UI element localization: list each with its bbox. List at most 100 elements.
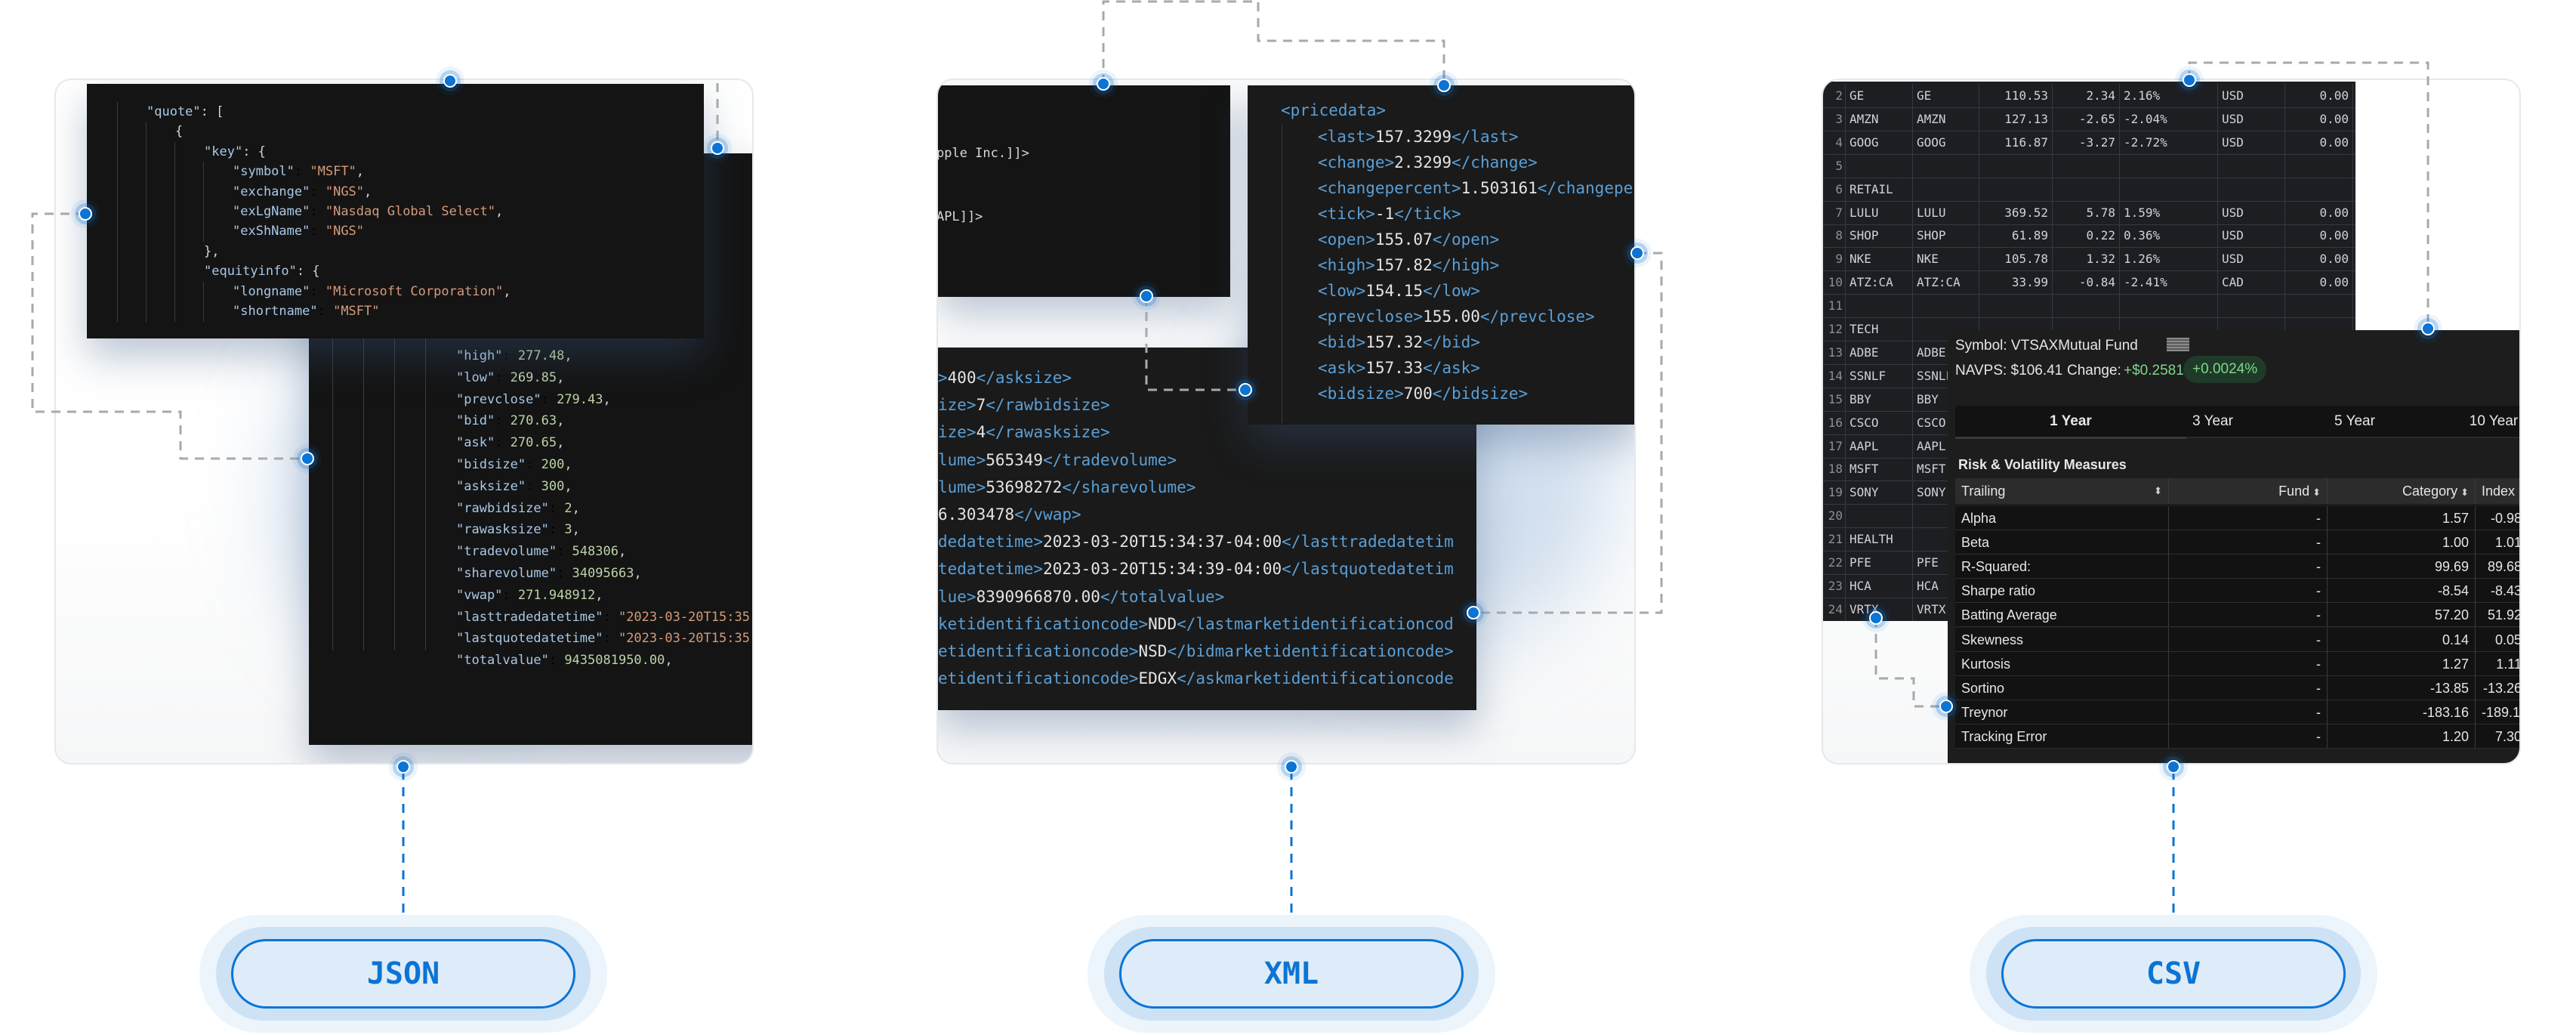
sheet-cell[interactable]: USD <box>2218 200 2285 224</box>
sheet-cell[interactable] <box>2053 177 2120 201</box>
sheet-cell[interactable]: GOOG <box>1913 130 1979 154</box>
tab-10-year[interactable]: 10 Year <box>2469 413 2519 429</box>
column-header-category[interactable]: Category⬍ <box>2328 478 2476 504</box>
sheet-cell[interactable]: 369.52 <box>1979 200 2053 224</box>
sheet-cell[interactable] <box>1979 317 2053 341</box>
sheet-cell[interactable]: SHOP <box>1846 224 1913 248</box>
sheet-cell[interactable]: 1.26% <box>2120 247 2218 271</box>
sheet-cell[interactable]: 33.99 <box>1979 270 2053 295</box>
sheet-cell[interactable] <box>1846 294 1913 318</box>
sheet-cell[interactable]: HEALTH <box>1846 527 1913 551</box>
sheet-cell[interactable] <box>1913 294 1979 318</box>
sheet-cell[interactable]: 0.22 <box>2053 224 2120 248</box>
sheet-cell[interactable]: -0.84 <box>2053 270 2120 295</box>
sheet-cell[interactable]: SSNLF <box>1846 363 1913 388</box>
sheet-cell[interactable]: 0.00 <box>2285 107 2353 131</box>
sheet-cell[interactable]: 0.00 <box>2285 130 2353 154</box>
sheet-cell[interactable]: 1.32 <box>2053 247 2120 271</box>
sheet-cell[interactable]: GE <box>1846 84 1913 107</box>
sheet-cell[interactable]: AAPL <box>1846 434 1913 458</box>
sheet-cell[interactable]: -2.65 <box>2053 107 2120 131</box>
sheet-cell[interactable] <box>2285 177 2353 201</box>
sheet-cell[interactable]: 116.87 <box>1979 130 2053 154</box>
sheet-cell[interactable] <box>1979 153 2053 178</box>
sort-icon[interactable]: ⬍ <box>2518 487 2519 498</box>
sheet-cell[interactable] <box>2285 317 2353 341</box>
sheet-cell[interactable]: -3.27 <box>2053 130 2120 154</box>
sheet-cell[interactable]: BBY <box>1846 387 1913 411</box>
sheet-cell[interactable] <box>1913 177 1979 201</box>
sheet-cell[interactable]: -2.41% <box>2120 270 2218 295</box>
sheet-cell[interactable]: CSCO <box>1846 410 1913 434</box>
sheet-cell[interactable]: USD <box>2218 107 2285 131</box>
sheet-cell[interactable]: LULU <box>1913 200 1979 224</box>
xml-format-button[interactable]: XML <box>1119 939 1464 1009</box>
sheet-cell[interactable] <box>2218 317 2285 341</box>
csv-format-button[interactable]: CSV <box>2001 939 2346 1009</box>
sheet-cell[interactable]: USD <box>2218 130 2285 154</box>
tab-3-year[interactable]: 3 Year <box>2192 413 2233 429</box>
sheet-cell[interactable] <box>2120 317 2218 341</box>
sheet-cell[interactable] <box>1913 153 1979 178</box>
sheet-cell[interactable]: SHOP <box>1913 224 1979 248</box>
sheet-cell[interactable]: 105.78 <box>1979 247 2053 271</box>
sheet-cell[interactable]: ATZ:CA <box>1913 270 1979 295</box>
sheet-cell[interactable]: 2.16% <box>2120 84 2218 107</box>
sheet-cell[interactable]: -2.04% <box>2120 107 2218 131</box>
column-header-index[interactable]: Index⬍ <box>2476 478 2519 504</box>
sheet-cell[interactable]: AMZN <box>1846 107 1913 131</box>
sheet-cell[interactable]: SONY <box>1846 480 1913 505</box>
sheet-cell[interactable]: GOOG <box>1846 130 1913 154</box>
sheet-cell[interactable]: USD <box>2218 247 2285 271</box>
sheet-cell[interactable]: HCA <box>1846 573 1913 598</box>
sheet-cell[interactable]: PFE <box>1846 551 1913 574</box>
sheet-cell[interactable] <box>2218 294 2285 318</box>
tab-5-year[interactable]: 5 Year <box>2334 413 2375 429</box>
sheet-cell[interactable]: 61.89 <box>1979 224 2053 248</box>
tab-1-year[interactable]: 1 Year <box>1955 406 2186 439</box>
sheet-cell[interactable]: 0.36% <box>2120 224 2218 248</box>
sheet-cell[interactable]: ATZ:CA <box>1846 270 1913 295</box>
sheet-cell[interactable]: 110.53 <box>1979 84 2053 107</box>
sheet-cell[interactable]: -2.72% <box>2120 130 2218 154</box>
sheet-cell[interactable] <box>2120 177 2218 201</box>
sheet-cell[interactable] <box>2053 153 2120 178</box>
sheet-cell[interactable]: 0.00 <box>2285 200 2353 224</box>
sheet-cell[interactable]: TECH <box>1846 317 1913 341</box>
sheet-cell[interactable] <box>1846 504 1913 528</box>
sheet-cell[interactable] <box>2120 294 2218 318</box>
sheet-cell[interactable] <box>1846 153 1913 178</box>
sheet-cell[interactable]: RETAIL <box>1846 177 1913 201</box>
sheet-cell[interactable] <box>2053 317 2120 341</box>
sheet-cell[interactable]: NKE <box>1913 247 1979 271</box>
sheet-cell[interactable] <box>2285 153 2353 178</box>
sheet-cell[interactable]: ADBE <box>1846 340 1913 364</box>
sheet-cell[interactable]: AMZN <box>1913 107 1979 131</box>
column-header-fund[interactable]: Fund⬍ <box>2169 478 2328 504</box>
sheet-cell[interactable]: NKE <box>1846 247 1913 271</box>
sheet-cell[interactable]: 5.78 <box>2053 200 2120 224</box>
sort-icon[interactable]: ⬍ <box>2460 487 2469 498</box>
sort-icon[interactable]: ⬍ <box>2154 485 2162 496</box>
sheet-cell[interactable] <box>1979 177 2053 201</box>
sheet-cell[interactable]: CAD <box>2218 270 2285 295</box>
sheet-cell[interactable]: USD <box>2218 224 2285 248</box>
sheet-cell[interactable] <box>2218 177 2285 201</box>
sheet-cell[interactable] <box>2218 153 2285 178</box>
sheet-cell[interactable] <box>2285 294 2353 318</box>
sheet-cell[interactable]: USD <box>2218 84 2285 107</box>
sheet-cell[interactable]: LULU <box>1846 200 1913 224</box>
sheet-cell[interactable]: 0.00 <box>2285 247 2353 271</box>
json-format-button[interactable]: JSON <box>231 939 575 1009</box>
sheet-cell[interactable] <box>2053 294 2120 318</box>
sheet-cell[interactable] <box>1979 294 2053 318</box>
sort-icon[interactable]: ⬍ <box>2312 487 2321 498</box>
sheet-cell[interactable] <box>1913 317 1979 341</box>
sheet-cell[interactable]: 0.00 <box>2285 270 2353 295</box>
sheet-cell[interactable]: 0.00 <box>2285 84 2353 107</box>
sheet-cell[interactable]: GE <box>1913 84 1979 107</box>
sheet-cell[interactable]: MSFT <box>1846 457 1913 481</box>
sheet-cell[interactable] <box>2120 153 2218 178</box>
column-header-trailing[interactable]: Trailing⬍ <box>1955 478 2169 504</box>
sheet-cell[interactable]: 2.34 <box>2053 84 2120 107</box>
